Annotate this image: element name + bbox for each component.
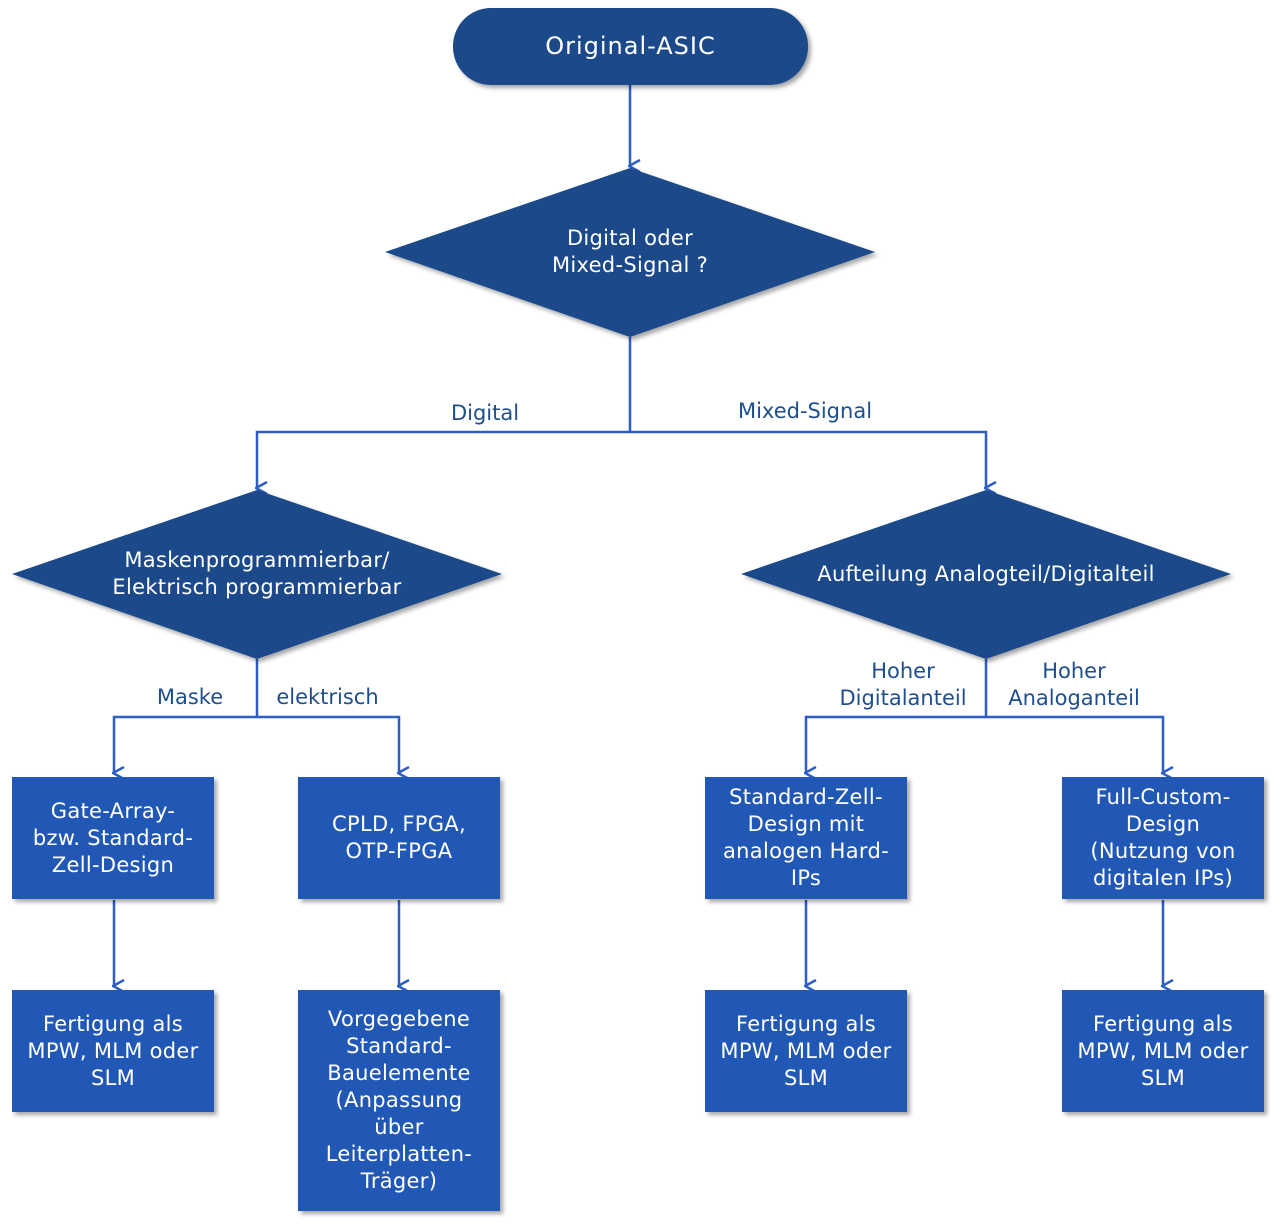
fab-3-label: Fertigung als MPW, MLM oder SLM <box>720 1011 892 1090</box>
edge-mixed-to-analoganteil <box>986 715 1163 773</box>
start-label: Original-ASIC <box>545 32 716 60</box>
edge-digital-to-elektrisch <box>257 715 399 773</box>
edge-label-elektrisch: elektrisch <box>276 685 379 709</box>
box-fab-3 <box>705 990 907 1112</box>
edge-label-hoher-analoganteil: Hoher Analoganteil <box>1008 659 1140 710</box>
edge-digital-to-maske <box>114 659 259 773</box>
decision-main-label: Digital oder Mixed-Signal ? <box>551 226 709 277</box>
cpld-label: CPLD, FPGA, OTP-FPGA <box>332 812 466 863</box>
decision-digital-diamond <box>12 490 502 659</box>
prefab-label: Vorgegebene Standard- Bauelemente (Anpas… <box>325 1007 473 1193</box>
box-gate-array <box>12 777 214 899</box>
start-terminal <box>453 8 808 85</box>
edge-label-mixed-signal: Mixed-Signal <box>737 399 873 423</box>
shapes <box>12 8 1264 1211</box>
decision-digital-label: Maskenprogrammierbar/ Elektrisch program… <box>112 548 402 599</box>
box-standard-cell-analog <box>705 777 907 899</box>
full-custom-label: Full-Custom- Design (Nutzung von digital… <box>1090 785 1236 890</box>
box-fab-1 <box>12 990 214 1112</box>
gate-array-label: Gate-Array- bzw. Standard- Zell-Design <box>32 798 194 877</box>
decision-main-diamond <box>385 168 875 337</box>
fab-4-label: Fertigung als MPW, MLM oder SLM <box>1077 1011 1249 1090</box>
standard-cell-analog-label: Standard-Zell- Design mit analogen Hard-… <box>723 785 889 890</box>
edge-label-digital: Digital <box>450 401 520 425</box>
box-full-custom <box>1062 777 1264 899</box>
box-prefab <box>298 990 500 1211</box>
edge-decision-to-mixed <box>630 430 986 488</box>
decision-mixed-label: Aufteilung Analogteil/Digitalteil <box>817 561 1155 586</box>
fab-1-label: Fertigung als MPW, MLM oder SLM <box>27 1011 199 1090</box>
edge-mixed-to-digitalanteil <box>806 659 988 773</box>
edge-label-maske: Maske <box>156 685 224 709</box>
decision-mixed-diamond <box>741 490 1231 659</box>
box-cpld <box>298 777 500 899</box>
connectors <box>114 85 1163 986</box>
edge-decision-split <box>257 337 632 488</box>
edge-label-hoher-digitalanteil: Hoher Digitalanteil <box>839 659 967 710</box>
box-fab-4 <box>1062 990 1264 1112</box>
